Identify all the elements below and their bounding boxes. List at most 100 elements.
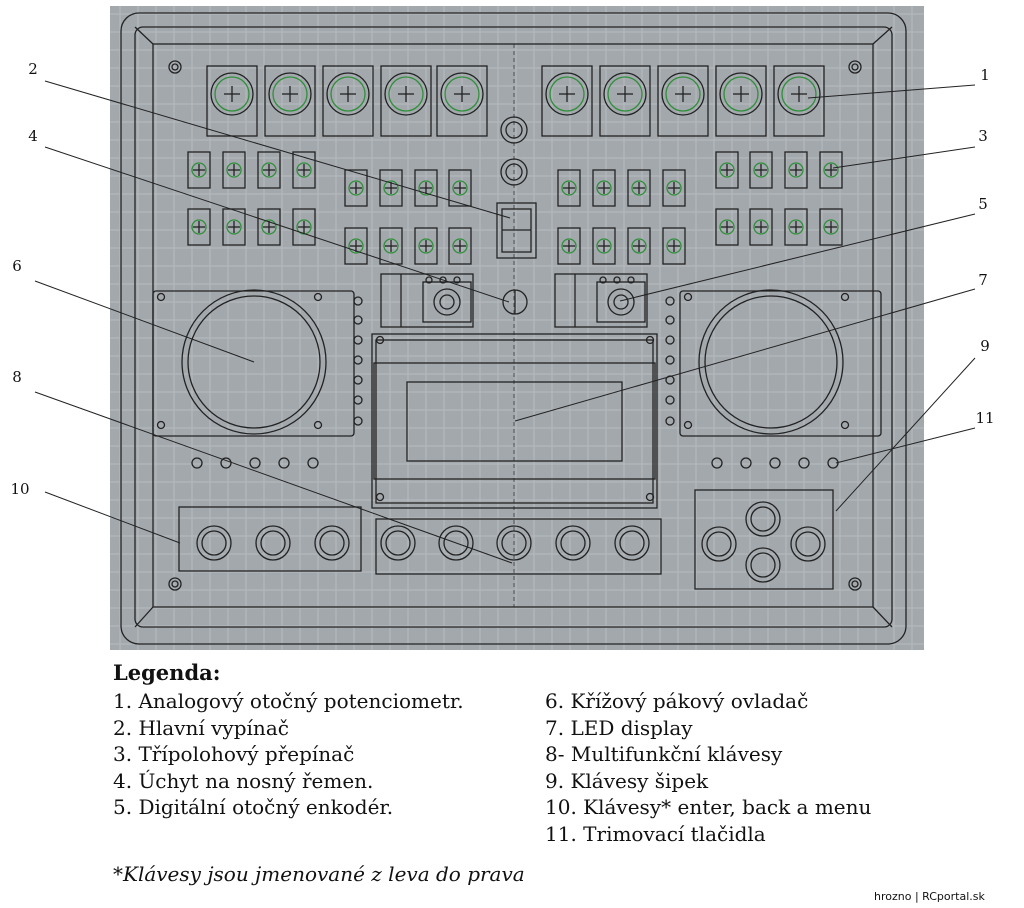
toggle-lever xyxy=(823,219,839,235)
toggle-lever xyxy=(348,180,364,196)
arrow-key-inner xyxy=(750,506,776,532)
potentiometer-ring xyxy=(272,76,308,112)
trim-button xyxy=(220,457,232,469)
toggle-switch xyxy=(187,208,211,246)
key xyxy=(314,525,350,561)
legend-right-column: 6. Křížový pákový ovladač 7. LED display… xyxy=(545,688,871,847)
toggle-lever xyxy=(561,238,577,254)
key-group-arrows xyxy=(694,489,834,590)
callout-leader-9 xyxy=(835,357,976,512)
potentiometer-knob xyxy=(777,72,821,116)
screw-inner xyxy=(851,580,859,588)
display-frame xyxy=(373,362,656,480)
main-switch xyxy=(496,202,537,259)
toggle-lever xyxy=(561,180,577,196)
key-group-multifunction xyxy=(375,518,662,575)
arrow-key xyxy=(745,547,781,583)
key-inner xyxy=(501,530,527,556)
joystick-side-hole xyxy=(353,335,363,345)
toggle-lever xyxy=(348,238,364,254)
joystick-gimbal xyxy=(181,289,327,435)
toggle-lever xyxy=(753,219,769,235)
trim-button xyxy=(307,457,319,469)
toggle-switch xyxy=(819,208,843,246)
toggle-switch xyxy=(448,227,472,265)
joystick-side-hole xyxy=(665,335,675,345)
encoder-pin xyxy=(439,276,447,284)
toggle-lever xyxy=(596,238,612,254)
callout-number-7: 7 xyxy=(978,271,988,289)
toggle-switch xyxy=(292,208,316,246)
joystick-screw xyxy=(156,420,166,430)
screw-inner xyxy=(171,580,179,588)
key xyxy=(438,525,474,561)
joystick-side-hole xyxy=(665,355,675,365)
toggle-switch xyxy=(222,151,246,189)
encoder-body xyxy=(422,281,472,323)
key-inner xyxy=(443,530,469,556)
toggle-lever xyxy=(383,180,399,196)
joystick-side-hole xyxy=(665,315,675,325)
arrow-key-inner xyxy=(795,531,821,557)
potentiometer-housing xyxy=(599,65,651,137)
key xyxy=(380,525,416,561)
key xyxy=(196,525,232,561)
arrow-key xyxy=(745,501,781,537)
arrow-key-inner xyxy=(706,531,732,557)
toggle-switch xyxy=(414,227,438,265)
key xyxy=(255,525,291,561)
callout-leader-5 xyxy=(619,213,976,302)
toggle-lever xyxy=(753,162,769,178)
joystick-side-hole xyxy=(353,296,363,306)
joystick-screw xyxy=(313,420,323,430)
callout-number-6: 6 xyxy=(12,257,22,275)
main-switch-knob xyxy=(500,116,528,144)
legend-item-5: 5. Digitální otočný enkodér. xyxy=(113,795,394,819)
potentiometer-housing xyxy=(436,65,488,137)
callout-leader-lines xyxy=(34,80,976,564)
joystick-side-hole xyxy=(353,315,363,325)
legend-title: Legenda: xyxy=(113,660,221,685)
toggle-lever xyxy=(296,162,312,178)
potentiometer-knob xyxy=(661,72,705,116)
screw xyxy=(168,60,182,74)
joystick-screw xyxy=(683,292,693,302)
callout-leader-10 xyxy=(44,491,181,544)
toggle-switch xyxy=(715,208,739,246)
joystick-gimbal-inner xyxy=(704,295,838,429)
callout-number-11: 11 xyxy=(975,409,994,427)
toggle-lever xyxy=(788,162,804,178)
potentiometer-ring xyxy=(388,76,424,112)
display-pcb-inner xyxy=(375,339,654,504)
controller-parts xyxy=(120,12,907,645)
toggle-lever xyxy=(719,219,735,235)
legend-left-column: 1. Analogový otočný potenciometr. 2. Hla… xyxy=(113,688,464,821)
display-screen xyxy=(406,381,623,462)
joystick-screw xyxy=(840,420,850,430)
potentiometer-housing xyxy=(322,65,374,137)
key-inner xyxy=(260,530,286,556)
potentiometer-housing xyxy=(773,65,825,137)
case-inner-outline xyxy=(134,26,893,628)
key-inner xyxy=(619,530,645,556)
toggle-lever xyxy=(719,162,735,178)
callout-leader-11 xyxy=(835,427,976,464)
toggle-switch xyxy=(379,227,403,265)
toggle-switch xyxy=(344,169,368,207)
potentiometer-knob xyxy=(210,72,254,116)
potentiometer-housing xyxy=(657,65,709,137)
callout-number-5: 5 xyxy=(978,195,988,213)
screw-inner xyxy=(171,63,179,71)
callout-leader-1 xyxy=(807,84,976,99)
toggle-lever xyxy=(666,238,682,254)
credit: hrozno | RCportal.sk xyxy=(874,890,985,903)
chamfer-line xyxy=(134,26,154,45)
joystick-gimbal-inner xyxy=(187,295,321,429)
joystick-plate xyxy=(152,290,355,437)
toggle-lever xyxy=(596,180,612,196)
arrow-key xyxy=(790,526,826,562)
toggle-lever xyxy=(631,180,647,196)
callout-number-2: 2 xyxy=(28,60,38,78)
potentiometer-ring xyxy=(665,76,701,112)
toggle-switch xyxy=(257,208,281,246)
